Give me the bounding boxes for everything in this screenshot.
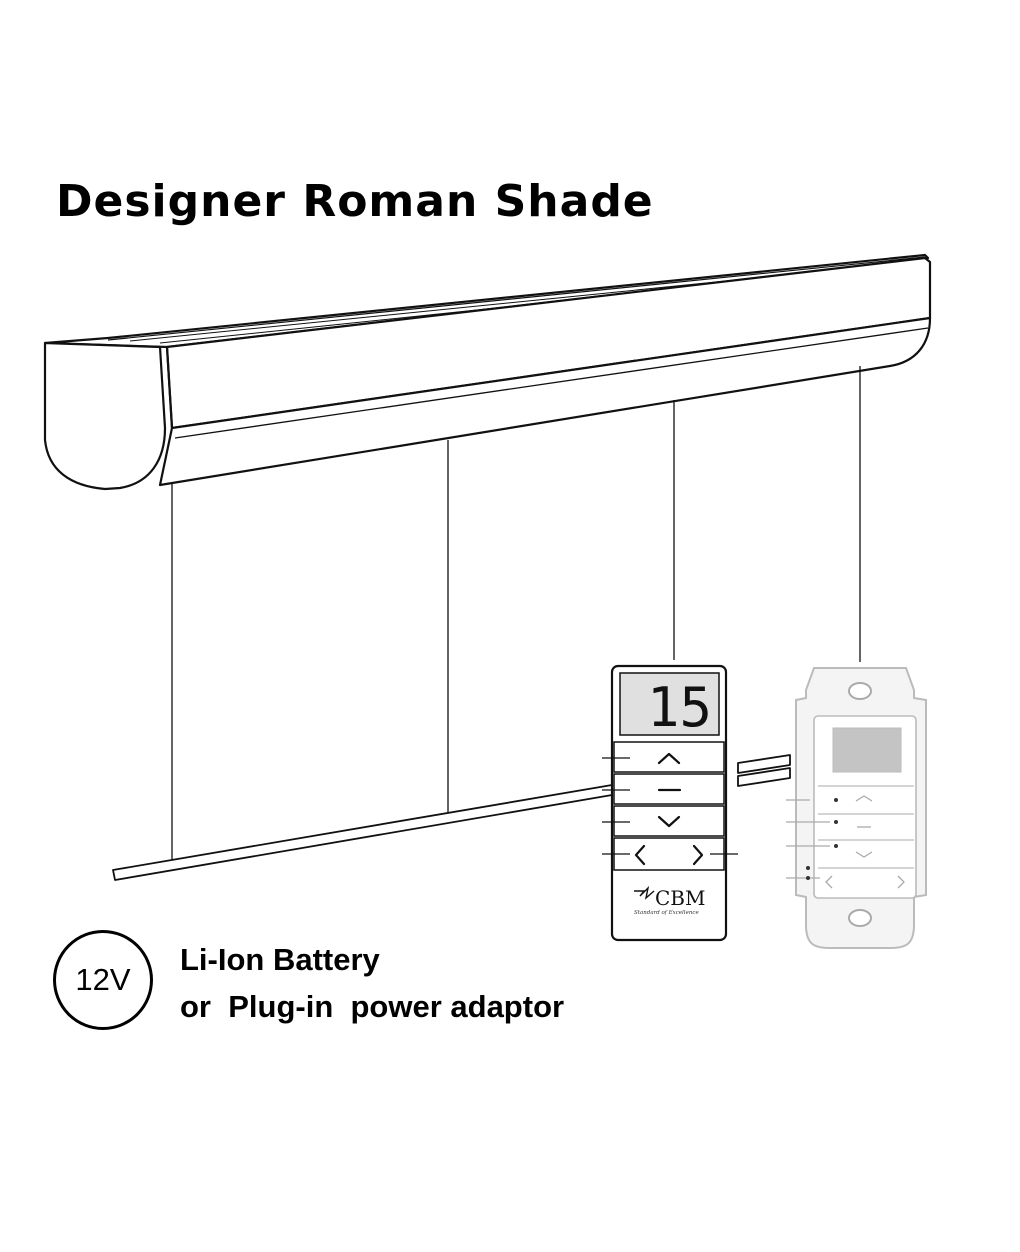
chevron-right-icon [692,844,704,866]
cbm-logo: CBM Standard of Excellence [634,885,705,916]
chevron-left-icon [634,844,646,866]
switch-display [832,727,902,773]
handheld-remote: 15 CBM Standard of Excellence [602,664,738,942]
mount-hole-bottom [848,909,872,927]
mount-hole-top [848,682,872,700]
power-source-line-1: Li-Ion Battery [180,942,380,977]
chevron-down-icon [657,815,681,828]
switch-right-icon[interactable] [897,875,905,889]
headrail-valance [158,316,932,487]
remote-channel-buttons[interactable] [613,837,725,871]
voltage-badge: 12V [53,930,153,1030]
switch-up-icon[interactable] [855,795,873,802]
remote-up-button[interactable] [613,741,725,773]
chevron-up-icon [657,752,681,765]
power-source-line-2: or Plug-in power adaptor [180,989,565,1024]
headrail [43,253,932,491]
lift-cords [171,366,861,864]
wall-switch [786,667,927,949]
headrail-end-cap [43,341,167,491]
remote-brand: CBM [655,886,705,910]
remote-display [619,672,720,736]
remote-display-value: 15 [647,676,712,739]
remote-down-button[interactable] [613,805,725,837]
switch-left-icon[interactable] [825,875,833,889]
remote-tagline: Standard of Excellence [634,910,699,916]
switch-down-icon[interactable] [855,851,873,858]
diagram-title: Designer Roman Shade [56,176,654,227]
